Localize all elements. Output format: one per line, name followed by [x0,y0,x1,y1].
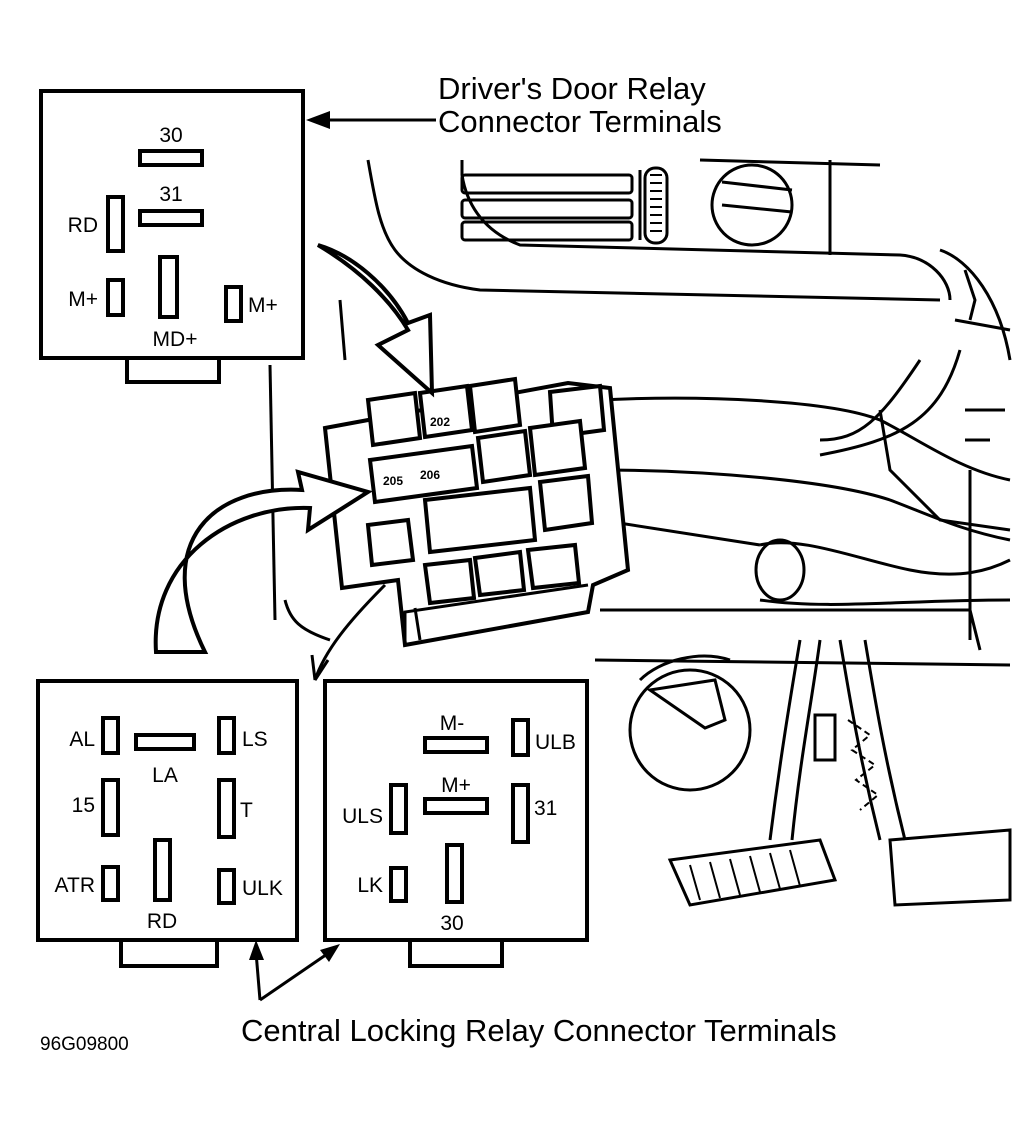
pin-label-ulk: ULK [242,877,283,900]
relay-202-label: 202 [430,415,450,429]
pin-label-ls: LS [242,728,268,751]
terminal-m-plus-right [224,285,243,323]
relay-205-label: 205 [383,474,403,488]
arrow-left-icon [306,111,330,129]
pin-label-t: T [240,799,253,822]
pin-label-uls: ULS [342,805,383,828]
pin-label-m-plus-right: M+ [248,294,278,317]
pin-label-m-plus-left: M+ [68,288,98,311]
pin-label-rd-bottom: RD [147,910,177,933]
figure-code: 96G09800 [40,1034,129,1055]
arrow-up-right-icon [320,944,340,962]
arrow-up-icon [249,940,264,960]
callout-arrows [153,111,436,1002]
pin-label-la: LA [152,764,178,787]
terminal-m-plus-left [106,278,125,317]
pin-label-lk: LK [357,874,383,897]
arrow-to-relay-205-206-icon [153,469,373,654]
relay-206-label: 206 [420,468,440,482]
pin-label-al: AL [69,728,95,751]
terminal-md-plus [158,255,179,319]
relay-205-206 [367,443,480,505]
terminal-rd-top [106,195,125,253]
caption-drivers-door-line1: Driver's Door Relay [438,71,706,106]
pin-label-ulb: ULB [535,731,576,754]
terminal-30-top [138,149,204,167]
caption-drivers-door-line2: Connector Terminals [438,104,722,139]
pin-label-30: 30 [159,124,182,147]
arrow-to-relay-202-icon [316,243,435,398]
terminal-31-top [138,209,204,227]
relay-202 [417,383,475,440]
pin-label-30-bottom: 30 [440,912,463,935]
drivers-door-relay-connector: 30 31 RD M+ M+ MD+ [39,89,305,384]
pin-label-atr: ATR [55,874,95,897]
central-locking-connector-b: M- ULB M+ ULS 31 LK 30 [323,679,589,968]
pin-label-rd: RD [68,214,98,237]
pin-label-m-minus: M- [440,712,465,735]
arrow-to-central-locking-icon [310,583,387,681]
pin-label-31-right: 31 [534,797,557,820]
central-locking-connector-a: AL LA LS 15 T ATR RD ULK [36,679,299,968]
caption-central-locking: Central Locking Relay Connector Terminal… [241,1013,837,1048]
pin-label-31: 31 [159,183,182,206]
relay-block: 202 205 206 [322,376,631,648]
pin-label-md-plus: MD+ [153,328,198,351]
pin-label-15: 15 [72,794,95,817]
pin-label-m-plus: M+ [441,774,471,797]
dashboard-illustration [268,158,1012,907]
